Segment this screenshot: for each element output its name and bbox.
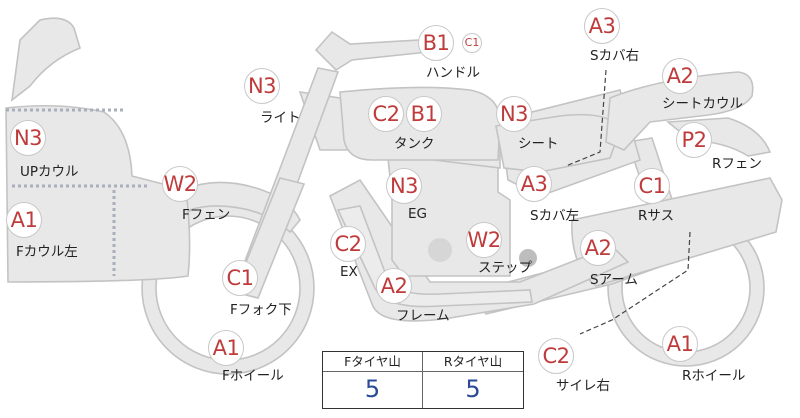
front-wheel-code[interactable]: A1	[208, 330, 244, 366]
silencer-right-code[interactable]: C2	[538, 338, 574, 374]
front-tire-value[interactable]: 5	[323, 372, 423, 408]
windscreen-shape	[10, 17, 81, 102]
tank-code-secondary[interactable]: B1	[406, 96, 442, 132]
seat-cowl-code[interactable]: A2	[662, 58, 698, 94]
front-wheel-label: Fホイール	[222, 368, 284, 384]
exhaust-label: EX	[340, 264, 358, 280]
seat-cowl-shape	[605, 71, 754, 151]
rear-tire-header: Rタイヤ山	[423, 352, 523, 372]
tank-code-primary[interactable]: C2	[368, 96, 404, 132]
handle-label: ハンドル	[426, 65, 480, 81]
front-fork-lower-label: Fフォク下	[230, 302, 292, 318]
handle-code-primary[interactable]: B1	[418, 25, 454, 61]
seat-label: シート	[518, 136, 559, 152]
exhaust-code[interactable]: C2	[330, 226, 366, 262]
engine-label: EG	[408, 206, 427, 222]
handle-code-secondary[interactable]: C1	[462, 33, 482, 53]
rear-tire-value[interactable]: 5	[465, 375, 481, 403]
silencer-right-label: サイレ右	[556, 378, 610, 394]
tire-tread-table: Fタイヤ山 Rタイヤ山 5 5	[322, 351, 524, 409]
rear-suspension-code[interactable]: C1	[634, 168, 670, 204]
light-label: ライト	[260, 110, 301, 126]
upper-cowl-label: UPカウル	[20, 164, 79, 180]
front-cowl-left-code[interactable]: A1	[6, 202, 42, 238]
rear-fender-code[interactable]: P2	[676, 122, 712, 158]
swing-arm-label: Sアーム	[590, 272, 638, 288]
seat-code[interactable]: N3	[496, 96, 532, 132]
swing-arm-code[interactable]: A2	[580, 230, 616, 266]
seat-cowl-label: シートカウル	[662, 96, 743, 112]
side-cover-left-label: Sカバ左	[530, 208, 580, 224]
upper-cowl-code[interactable]: N3	[10, 120, 46, 156]
frame-code[interactable]: A2	[376, 268, 412, 304]
side-cover-left-code[interactable]: A3	[516, 166, 552, 202]
front-tire-header: Fタイヤ山	[323, 352, 423, 372]
tank-label: タンク	[394, 136, 435, 152]
side-cover-right-code[interactable]: A3	[584, 8, 620, 44]
front-fork-lower-code[interactable]: C1	[222, 260, 258, 296]
engine-code[interactable]: N3	[386, 168, 422, 204]
upper-cowl-shape	[5, 104, 191, 283]
light-code[interactable]: N3	[244, 68, 280, 104]
step-peg	[519, 249, 537, 267]
handle-shape	[314, 30, 430, 72]
rear-wheel-code[interactable]: A1	[662, 326, 698, 362]
front-cowl-left-label: Fカウル左	[16, 244, 78, 260]
engine-cover	[428, 238, 452, 262]
rear-wheel-label: Rホイール	[682, 368, 746, 384]
frame-label: フレーム	[396, 308, 450, 324]
step-code[interactable]: W2	[466, 222, 502, 258]
rear-fender-label: Rフェン	[712, 156, 762, 172]
front-fender-label: Fフェン	[182, 207, 231, 223]
front-fender-code[interactable]: W2	[162, 166, 198, 202]
step-label: ステップ	[478, 260, 532, 276]
side-cover-right-label: Sカバ右	[590, 48, 640, 64]
rear-suspension-label: Rサス	[638, 208, 675, 224]
